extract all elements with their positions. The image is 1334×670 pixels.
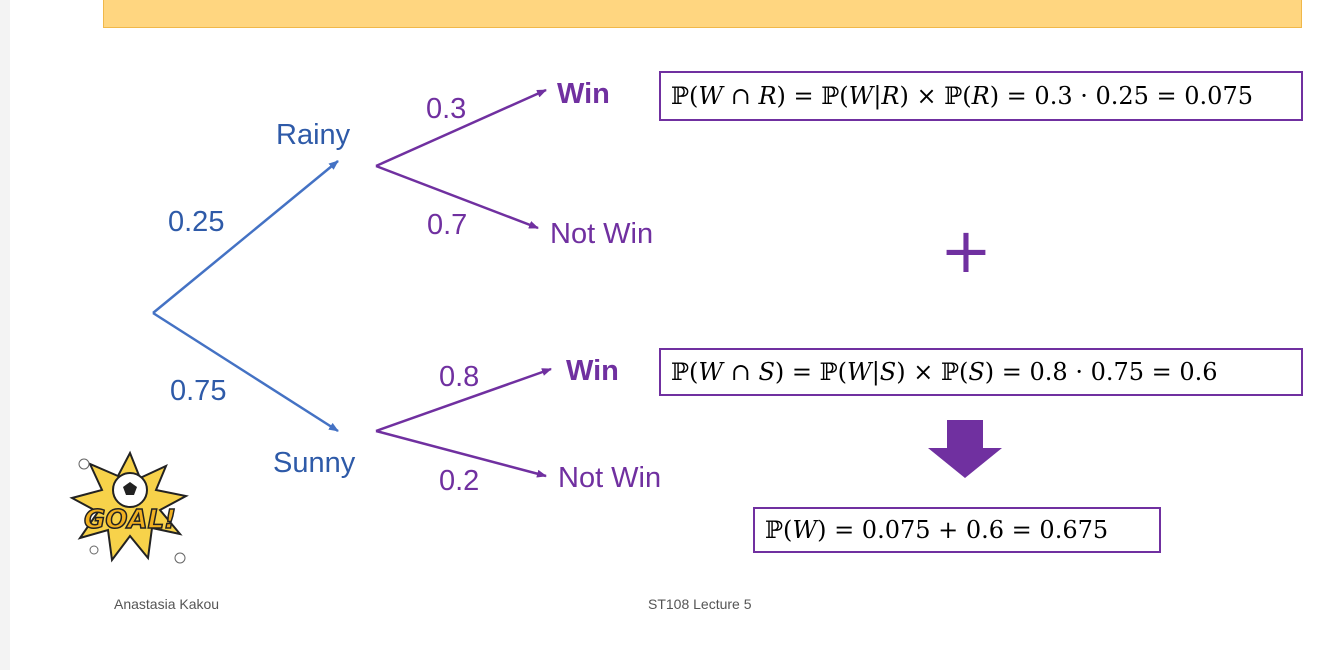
- branch-to-sunny: [152, 311, 339, 433]
- footer-course: ST108 Lecture 5: [648, 596, 752, 612]
- formula-total: ℙ(𝑊) = 0.075 + 0.6 = 0.675: [753, 507, 1161, 553]
- down-arrow-icon: [928, 420, 1002, 478]
- branch-sunny-win: [375, 367, 552, 433]
- branch-rainy-win: [375, 88, 547, 168]
- branch-to-rainy: [152, 160, 339, 314]
- outcome-rainy-notwin-label: Not Win: [550, 218, 654, 250]
- state-sunny-label: Sunny: [273, 447, 356, 479]
- outcome-rainy-win-label: Win: [557, 78, 610, 110]
- footer-author: Anastasia Kakou: [114, 596, 220, 612]
- outcome-sunny-notwin-label: Not Win: [558, 462, 662, 494]
- goal-logo: GOAL!: [69, 450, 189, 564]
- prob-sunny-win-label: 0.8: [439, 361, 480, 393]
- formula-rainy-win: ℙ(𝑊 ∩ 𝑅) = ℙ(𝑊|𝑅) × ℙ(𝑅) = 0.3 · 0.25 = …: [659, 71, 1303, 121]
- branch-rainy-notwin: [375, 164, 539, 230]
- goal-logo-text: GOAL!: [84, 505, 176, 535]
- outcome-sunny-win-label: Win: [566, 355, 619, 387]
- prob-rainy-win-label: 0.3: [426, 93, 467, 125]
- branch-sunny-notwin: [375, 429, 547, 478]
- prob-rainy-label: 0.25: [168, 206, 225, 238]
- prob-sunny-notwin-label: 0.2: [439, 465, 480, 497]
- formula-sunny-win: ℙ(𝑊 ∩ 𝑆) = ℙ(𝑊|𝑆) × ℙ(𝑆) = 0.8 · 0.75 = …: [659, 348, 1303, 396]
- prob-rainy-notwin-label: 0.7: [427, 209, 468, 241]
- state-rainy-label: Rainy: [276, 119, 351, 151]
- prob-sunny-label: 0.75: [170, 375, 227, 407]
- header-banner: [103, 0, 1302, 28]
- plus-sign: +: [940, 214, 992, 287]
